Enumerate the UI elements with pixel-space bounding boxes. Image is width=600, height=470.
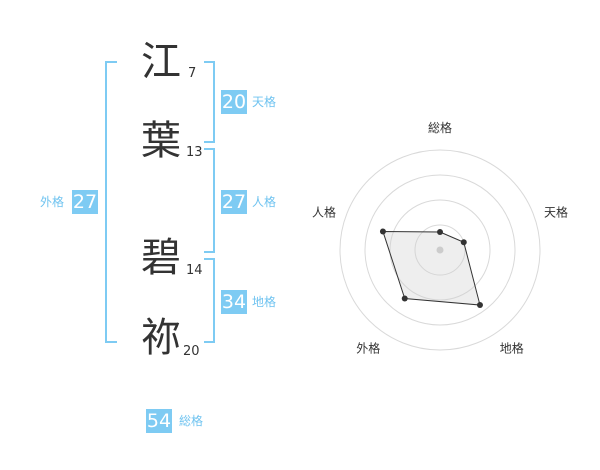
radar-point-3 bbox=[401, 295, 408, 302]
radar-axis-label-4: 人格 bbox=[312, 204, 336, 219]
jinkaku-label: 人格 bbox=[252, 195, 277, 209]
name-char-1: 江 bbox=[141, 39, 181, 85]
radar-axis-label-2: 地格 bbox=[500, 341, 524, 356]
radar-point-1 bbox=[460, 239, 467, 246]
radar-points bbox=[379, 228, 483, 309]
radar-ring-4 bbox=[339, 149, 541, 351]
tenkaku-label: 天格 bbox=[252, 95, 277, 109]
jinkaku-bracket bbox=[204, 148, 215, 253]
name-char-2: 葉 bbox=[141, 118, 181, 164]
radar-center-dot bbox=[436, 246, 444, 254]
name-char-3: 碧 bbox=[141, 235, 181, 281]
radar-ring-2 bbox=[389, 199, 491, 301]
soukaku-badge: 54 bbox=[146, 409, 172, 433]
chikaku-badge: 34 bbox=[221, 290, 247, 314]
stroke-count-3: 14 bbox=[186, 263, 203, 278]
radar-point-4 bbox=[379, 228, 386, 235]
soukaku-label: 総格 bbox=[179, 414, 204, 428]
radar-ring-3 bbox=[364, 174, 516, 326]
radar-rings bbox=[339, 149, 541, 351]
tenkaku-badge: 20 bbox=[221, 90, 247, 114]
name-char-4: 祢 bbox=[141, 315, 181, 361]
radar-point-2 bbox=[476, 302, 483, 309]
radar-point-0 bbox=[437, 229, 443, 235]
chikaku-bracket bbox=[204, 258, 215, 343]
stroke-count-1: 7 bbox=[188, 66, 197, 81]
gaikaku-label: 外格 bbox=[40, 195, 65, 209]
stroke-count-2: 13 bbox=[186, 145, 203, 160]
chikaku-label: 地格 bbox=[252, 295, 277, 309]
radar-axis-label-3: 外格 bbox=[356, 341, 380, 356]
jinkaku-badge: 27 bbox=[221, 190, 247, 214]
radar-axis-label-1: 天格 bbox=[544, 204, 568, 219]
radar-ring-1 bbox=[414, 224, 466, 276]
stroke-count-4: 20 bbox=[183, 344, 200, 359]
tenkaku-bracket bbox=[204, 61, 215, 143]
radar-polygon bbox=[382, 230, 481, 306]
gaikaku-bracket bbox=[105, 61, 117, 343]
radar-axis-label-0: 総格 bbox=[428, 120, 452, 135]
gaikaku-badge: 27 bbox=[72, 190, 98, 214]
